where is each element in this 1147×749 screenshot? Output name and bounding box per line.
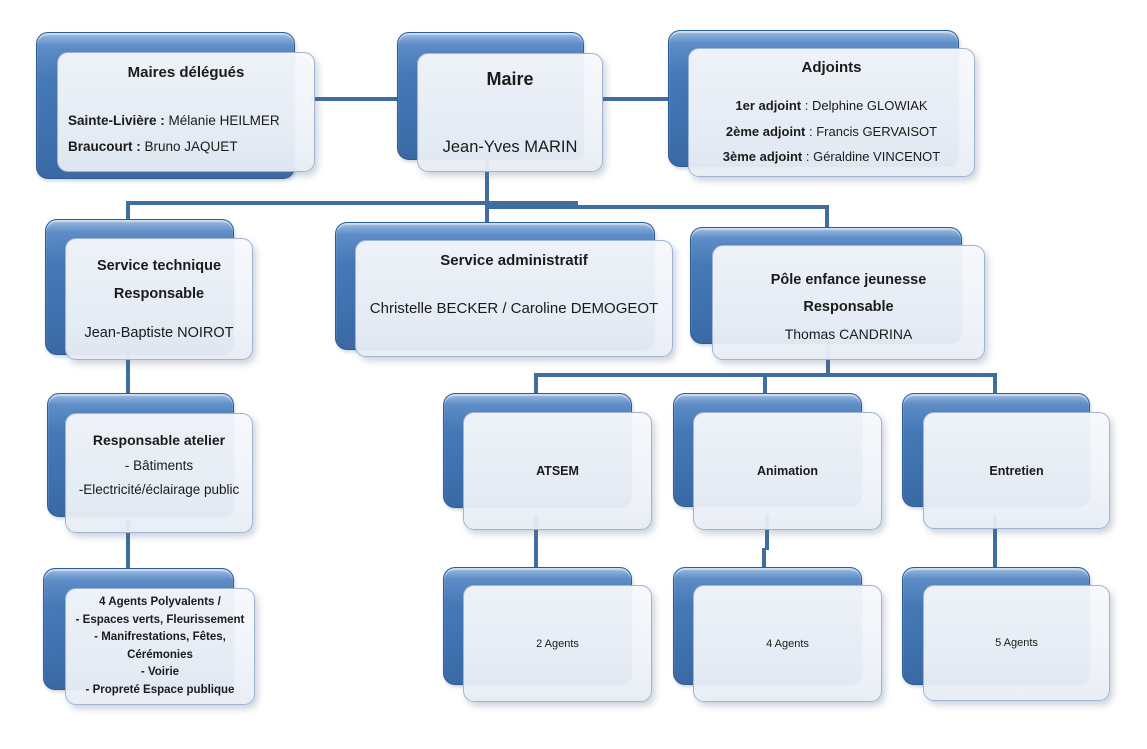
- node-subtitle: Responsable: [803, 299, 894, 315]
- node-animation: Animation: [673, 393, 882, 530]
- node-agents-atsem: 2 Agents: [443, 567, 652, 702]
- node-service-administratif-card: Service administratif Christelle BECKER …: [355, 240, 673, 357]
- node-agents-polyvalents-card: 4 Agents Polyvalents / - Espaces verts, …: [65, 588, 255, 705]
- adjoint-rank: 3ème adjoint: [722, 149, 803, 164]
- node-title: Maire: [486, 69, 534, 89]
- node-title: Responsable atelier: [92, 432, 226, 448]
- node-service-technique: Service technique Responsable Jean-Bapti…: [45, 219, 253, 360]
- task-item: - Bâtiments: [124, 458, 194, 473]
- node-agents-atsem-card: 2 Agents: [463, 585, 652, 702]
- node-maire: Maire Jean-Yves MARIN: [397, 32, 603, 172]
- delegate-commune: Braucourt :: [68, 139, 141, 154]
- adjoint-list: 1er adjoint : Delphine GLOWIAK 2ème adjo…: [723, 93, 940, 170]
- adjoint-row: 3ème adjoint : Géraldine VINCENOT: [723, 144, 940, 170]
- conn-drop-entretien: [993, 373, 997, 396]
- conn-atsem-agents: [534, 515, 538, 570]
- node-title: Adjoints: [801, 59, 862, 76]
- conn-technique-atelier: [126, 345, 130, 396]
- node-pole-enfance-card: Pôle enfance jeunesse Responsable Thomas…: [712, 245, 985, 360]
- person-name: Jean-Baptiste NOIROT: [84, 325, 234, 341]
- node-title: Maires délégués: [127, 64, 245, 81]
- person-name: Thomas CANDRINA: [784, 326, 913, 342]
- delegate-list: Sainte-Livière : Mélanie HEILMER Braucou…: [58, 108, 314, 160]
- delegate-name: Mélanie HEILMER: [168, 113, 280, 128]
- node-adjoints-card: Adjoints 1er adjoint : Delphine GLOWIAK …: [688, 48, 975, 177]
- node-entretien: Entretien: [902, 393, 1110, 529]
- conn-pole-stem: [826, 345, 830, 377]
- conn-drop-atsem: [534, 373, 538, 396]
- node-atsem: ATSEM: [443, 393, 652, 530]
- node-atsem-card: ATSEM: [463, 412, 652, 530]
- conn-drop-pole-enfance: [825, 205, 829, 230]
- conn-drop-animation: [763, 373, 767, 396]
- node-title: Entretien: [989, 463, 1044, 478]
- node-entretien-card: Entretien: [923, 412, 1110, 529]
- node-adjoints: Adjoints 1er adjoint : Delphine GLOWIAK …: [668, 30, 975, 177]
- conn-maire-stem: [485, 151, 489, 223]
- conn-drop-service-technique: [126, 201, 130, 223]
- conn-row2-bar-right: [486, 205, 829, 209]
- conn-maires-maire: [311, 97, 399, 101]
- adjoint-name: : Delphine GLOWIAK: [804, 98, 928, 113]
- delegate-name: Bruno JAQUET: [144, 139, 238, 154]
- node-title: ATSEM: [536, 464, 579, 478]
- conn-row2-bar-left: [126, 201, 578, 205]
- conn-animation-agents-upper: [765, 515, 769, 550]
- agent-count: 5 Agents: [995, 637, 1038, 649]
- node-responsable-atelier-card: Responsable atelier - Bâtiments -Electri…: [65, 413, 253, 533]
- node-maire-card: Maire Jean-Yves MARIN: [417, 53, 603, 172]
- node-subtitle: Responsable: [113, 286, 205, 302]
- node-agents-animation: 4 Agents: [673, 567, 882, 702]
- agent-count: 4 Agents: [766, 637, 809, 650]
- agent-task-list: 4 Agents Polyvalents / - Espaces verts, …: [66, 594, 254, 699]
- node-agents-entretien-card: 5 Agents: [923, 585, 1110, 701]
- node-maires-delegues: Maires délégués Sainte-Livière : Mélanie…: [36, 32, 315, 179]
- node-agents-animation-card: 4 Agents: [693, 585, 882, 702]
- agent-task-line: - Voirie: [140, 666, 180, 678]
- agent-task-line: - Propreté Espace publique: [85, 683, 235, 696]
- adjoint-rank: 1er adjoint: [735, 98, 802, 113]
- conn-atelier-agents: [126, 520, 130, 571]
- node-agents-polyvalents: 4 Agents Polyvalents / - Espaces verts, …: [43, 568, 255, 705]
- node-title: Service technique: [96, 258, 222, 274]
- node-maires-delegues-card: Maires délégués Sainte-Livière : Mélanie…: [57, 52, 315, 172]
- node-service-administratif: Service administratif Christelle BECKER …: [335, 222, 673, 357]
- delegate-commune: Sainte-Livière :: [68, 113, 165, 128]
- adjoint-rank: 2ème adjoint: [725, 123, 806, 139]
- adjoint-row: 2ème adjoint : Francis GERVAISOT: [723, 119, 940, 145]
- node-title: Animation: [756, 464, 819, 478]
- task-item: -Electricité/éclairage public: [78, 482, 240, 497]
- conn-entretien-agents: [993, 515, 997, 570]
- node-title: Service administratif: [440, 252, 588, 269]
- node-pole-enfance: Pôle enfance jeunesse Responsable Thomas…: [690, 227, 985, 360]
- agent-count: 2 Agents: [536, 637, 579, 650]
- agent-task-line: - Espaces verts, Fleurissement: [75, 613, 245, 626]
- delegate-row: Braucourt : Bruno JAQUET: [68, 134, 314, 160]
- conn-maire-adjoints: [601, 97, 670, 101]
- node-title: Pôle enfance jeunesse: [770, 272, 927, 288]
- agent-task-line: - Manifrestations, Fêtes, Cérémonies: [94, 631, 226, 661]
- person-name: Christelle BECKER / Caroline DEMOGEOT: [369, 300, 659, 317]
- node-responsable-atelier: Responsable atelier - Bâtiments -Electri…: [47, 393, 253, 533]
- node-agents-entretien: 5 Agents: [902, 567, 1110, 701]
- node-animation-card: Animation: [693, 412, 882, 530]
- person-name: Jean-Yves MARIN: [442, 138, 578, 156]
- adjoint-name: : Francis GERVAISOT: [808, 123, 938, 139]
- task-list: - Bâtiments -Electricité/éclairage publi…: [79, 454, 240, 502]
- adjoint-name: : Géraldine VINCENOT: [805, 149, 941, 164]
- adjoint-row: 1er adjoint : Delphine GLOWIAK: [723, 93, 940, 119]
- agent-task-line: 4 Agents Polyvalents /: [99, 596, 221, 608]
- delegate-row: Sainte-Livière : Mélanie HEILMER: [68, 108, 314, 134]
- node-service-technique-card: Service technique Responsable Jean-Bapti…: [65, 238, 253, 360]
- conn-animation-agents-lower: [762, 548, 766, 570]
